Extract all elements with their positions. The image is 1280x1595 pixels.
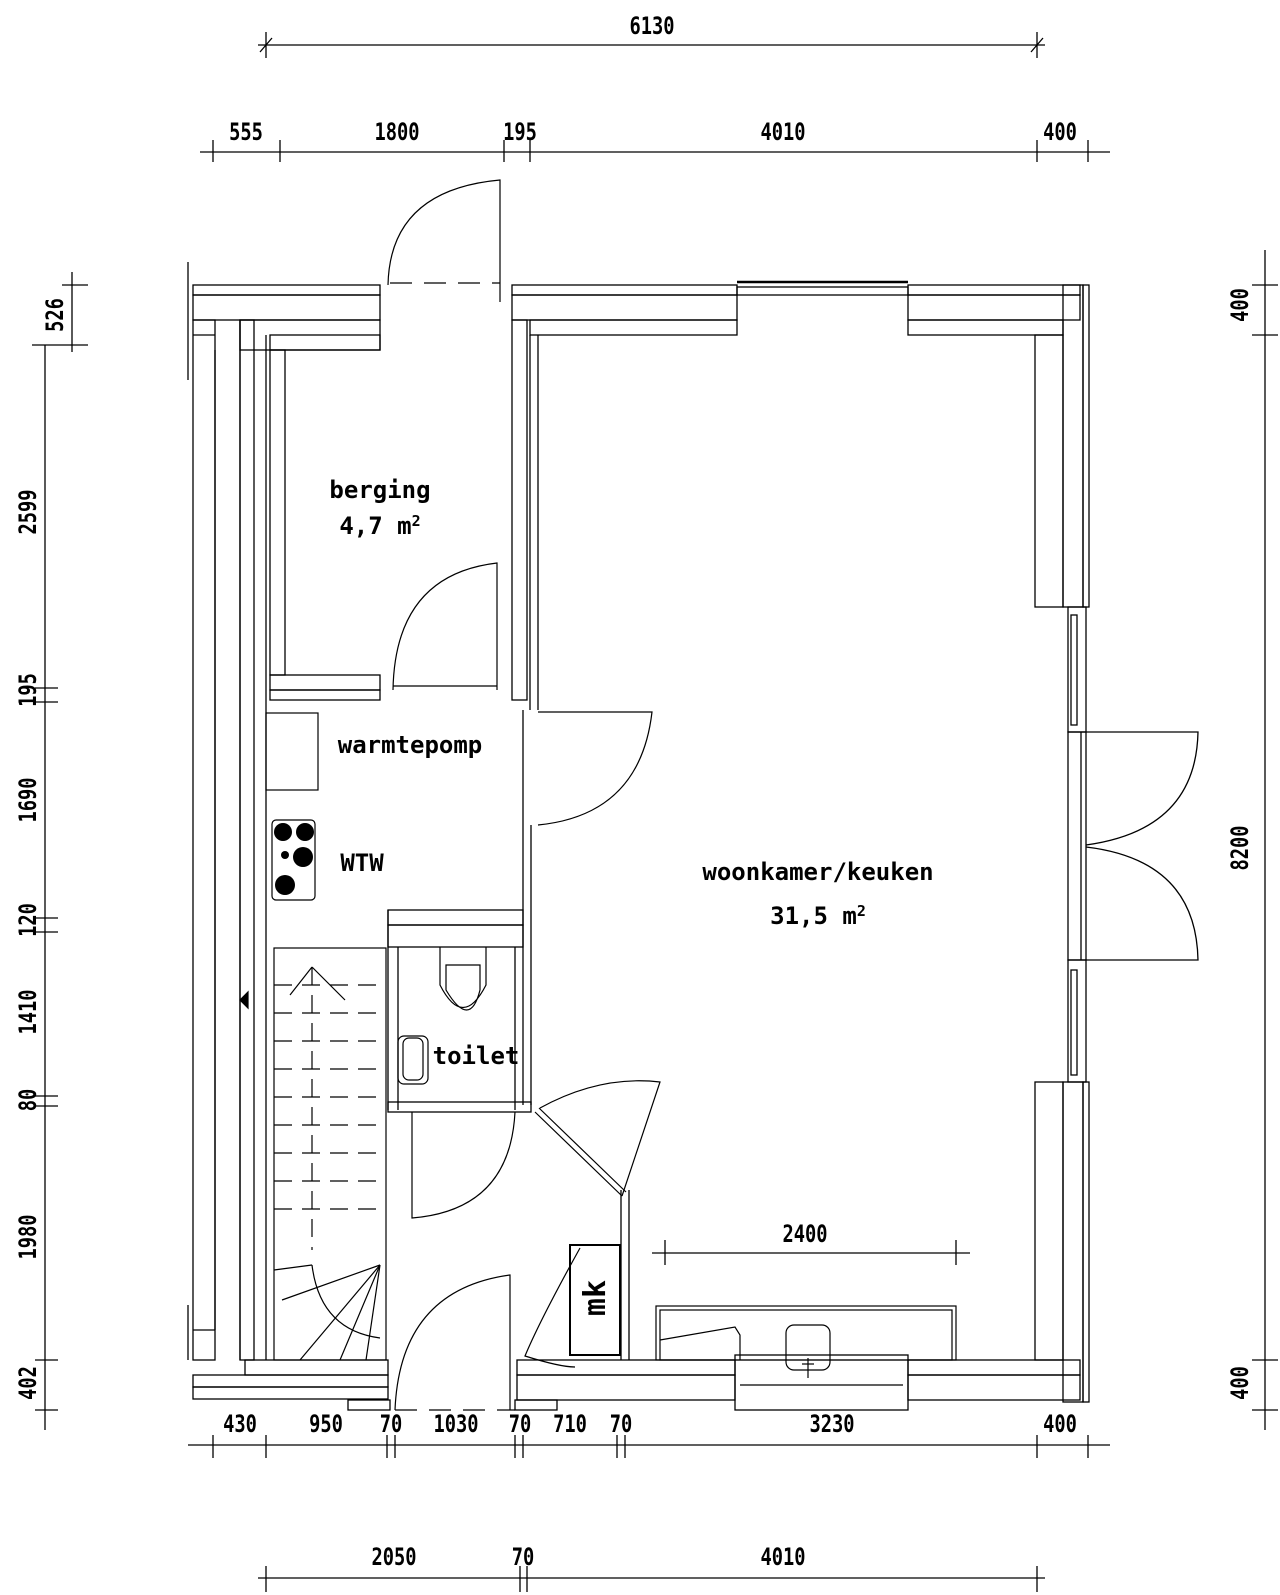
dim-left-526: 526 — [41, 298, 69, 332]
fixtures — [265, 712, 957, 1378]
dim-bottom-430: 430 — [223, 1410, 257, 1438]
front-door-swing — [387, 179, 501, 302]
room-wtw: WTW — [340, 849, 384, 877]
room-berging: berging 4,7 m2 — [329, 478, 430, 538]
dim-bottom-70c: 70 — [609, 1410, 633, 1438]
cooktop — [659, 1326, 741, 1360]
dim-bottom-70a: 70 — [379, 1410, 403, 1438]
dim-top-195: 195 — [503, 118, 537, 146]
dimension-lines — [32, 32, 1278, 1592]
room-woonkamer-area: 31,5 m2 — [770, 902, 866, 930]
dim-bottom-overall-70: 70 — [511, 1543, 535, 1571]
room-meterkast: mk — [578, 1279, 613, 1317]
toilet-bowl — [445, 964, 481, 1011]
interior-walls — [269, 319, 630, 1360]
room-berging-name: berging — [329, 476, 431, 504]
dim-left-120: 120 — [14, 903, 42, 937]
dim-bottom-overall-2050: 2050 — [371, 1543, 417, 1571]
exterior-walls — [187, 262, 1199, 1411]
dim-left-1690: 1690 — [14, 777, 42, 823]
toilet-sink — [402, 1037, 424, 1081]
dim-top-555: 555 — [229, 118, 263, 146]
wtw-unit — [271, 819, 316, 901]
dim-left-1980: 1980 — [14, 1214, 42, 1260]
dim-right-400-bottom: 400 — [1226, 1366, 1254, 1400]
dim-top-overall: 6130 — [629, 12, 675, 40]
dim-kitchen-counter: 2400 — [782, 1220, 828, 1248]
room-toilet: toilet — [432, 1042, 520, 1070]
dim-bottom-70b: 70 — [508, 1410, 532, 1438]
dim-left-195: 195 — [14, 673, 42, 707]
room-woonkamer-name: woonkamer/keuken — [702, 858, 934, 886]
doors — [387, 179, 661, 1411]
dim-left-80: 80 — [14, 1088, 42, 1112]
dim-left-402: 402 — [14, 1366, 42, 1400]
room-woonkamer-keuken: woonkamer/keuken 31,5 m2 — [702, 860, 933, 928]
warmtepomp-unit — [265, 712, 319, 791]
dim-bottom-overall-4010: 4010 — [760, 1543, 806, 1571]
meterkast — [569, 1244, 621, 1356]
dim-left-2599: 2599 — [14, 489, 42, 535]
dim-right-8200: 8200 — [1226, 825, 1254, 871]
dim-bottom-950: 950 — [309, 1410, 343, 1438]
room-warmtepomp: warmtepomp — [337, 731, 483, 759]
room-berging-area: 4,7 m2 — [339, 512, 421, 540]
dim-bottom-3230: 3230 — [809, 1410, 855, 1438]
staircase — [239, 947, 387, 1361]
dim-top-4010: 4010 — [760, 118, 806, 146]
dim-top-400: 400 — [1043, 118, 1077, 146]
dim-bottom-400: 400 — [1043, 1410, 1077, 1438]
dim-right-400-top: 400 — [1226, 288, 1254, 322]
dim-top-1800: 1800 — [374, 118, 420, 146]
dim-left-1410: 1410 — [14, 989, 42, 1035]
dim-bottom-710: 710 — [553, 1410, 587, 1438]
dim-bottom-1030: 1030 — [433, 1410, 479, 1438]
